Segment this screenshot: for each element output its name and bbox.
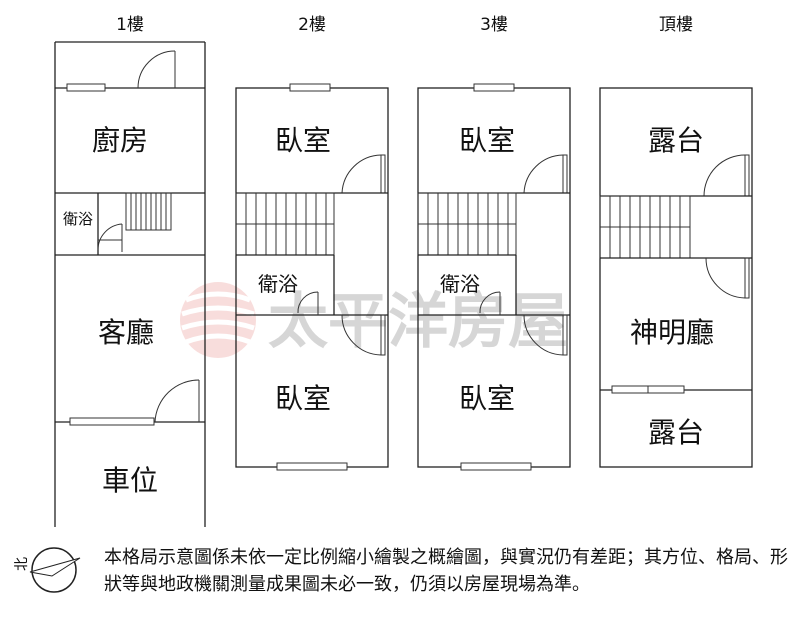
stairs-icon	[235, 192, 335, 256]
watermark-logo-icon	[180, 282, 256, 358]
compass-north-label: 北	[14, 557, 30, 571]
room-label-bedroom: 臥室	[275, 382, 331, 415]
stairs-icon	[417, 192, 517, 256]
stairs-icon	[599, 195, 691, 259]
watermark: 太平洋房屋	[180, 282, 568, 358]
room-label-parking: 車位	[102, 464, 158, 497]
floor-label-2f: 2樓	[298, 15, 326, 35]
door-icon	[97, 223, 123, 252]
roof-floor-plan: 露台 神明廳 露台	[599, 87, 753, 468]
room-label-bathroom: 衛浴	[440, 272, 480, 296]
door-icon	[341, 314, 386, 356]
floor-2-plan: 臥室 衛浴 臥室	[235, 83, 389, 471]
sliding-door-icon	[611, 385, 685, 394]
compass-north-arrow-icon: 北	[14, 547, 81, 593]
door-icon	[705, 257, 750, 299]
window-icon	[66, 83, 106, 92]
room-label-living-room: 客廳	[98, 316, 154, 349]
room-label-bedroom: 臥室	[275, 124, 331, 157]
floor-label-roof: 頂樓	[659, 15, 693, 35]
window-icon	[69, 417, 155, 426]
floor-1-plan: 廚房 衛浴 客廳 車位	[54, 41, 206, 527]
room-label-terrace: 露台	[648, 416, 704, 449]
room-label-shrine-hall: 神明廳	[630, 316, 714, 349]
door-icon	[479, 291, 501, 315]
door-icon	[341, 154, 386, 194]
door-icon	[523, 154, 568, 194]
door-icon	[154, 379, 200, 423]
room-label-kitchen: 廚房	[92, 124, 148, 157]
floor-label-1f: 1樓	[116, 15, 144, 35]
door-icon	[297, 291, 319, 315]
room-label-bathroom: 衛浴	[63, 210, 93, 228]
room-label-bedroom: 臥室	[459, 382, 515, 415]
window-icon	[276, 462, 348, 471]
room-label-terrace: 露台	[648, 124, 704, 157]
room-label-bedroom: 臥室	[459, 124, 515, 157]
window-icon	[289, 83, 331, 92]
door-icon	[523, 314, 568, 356]
disclaimer-text: 本格局示意圖係未依一定比例縮小繪製之概繪圖，與實況仍有差距；其方位、格局、形狀等…	[104, 547, 788, 595]
window-icon	[473, 83, 515, 92]
floor-3-plan: 臥室 衛浴 臥室	[417, 83, 571, 471]
stairs-icon	[125, 192, 172, 231]
room-label-bathroom: 衛浴	[258, 272, 298, 296]
door-icon	[703, 154, 750, 197]
window-icon	[460, 462, 532, 471]
door-icon	[137, 50, 176, 89]
floor-label-3f: 3樓	[480, 15, 508, 35]
